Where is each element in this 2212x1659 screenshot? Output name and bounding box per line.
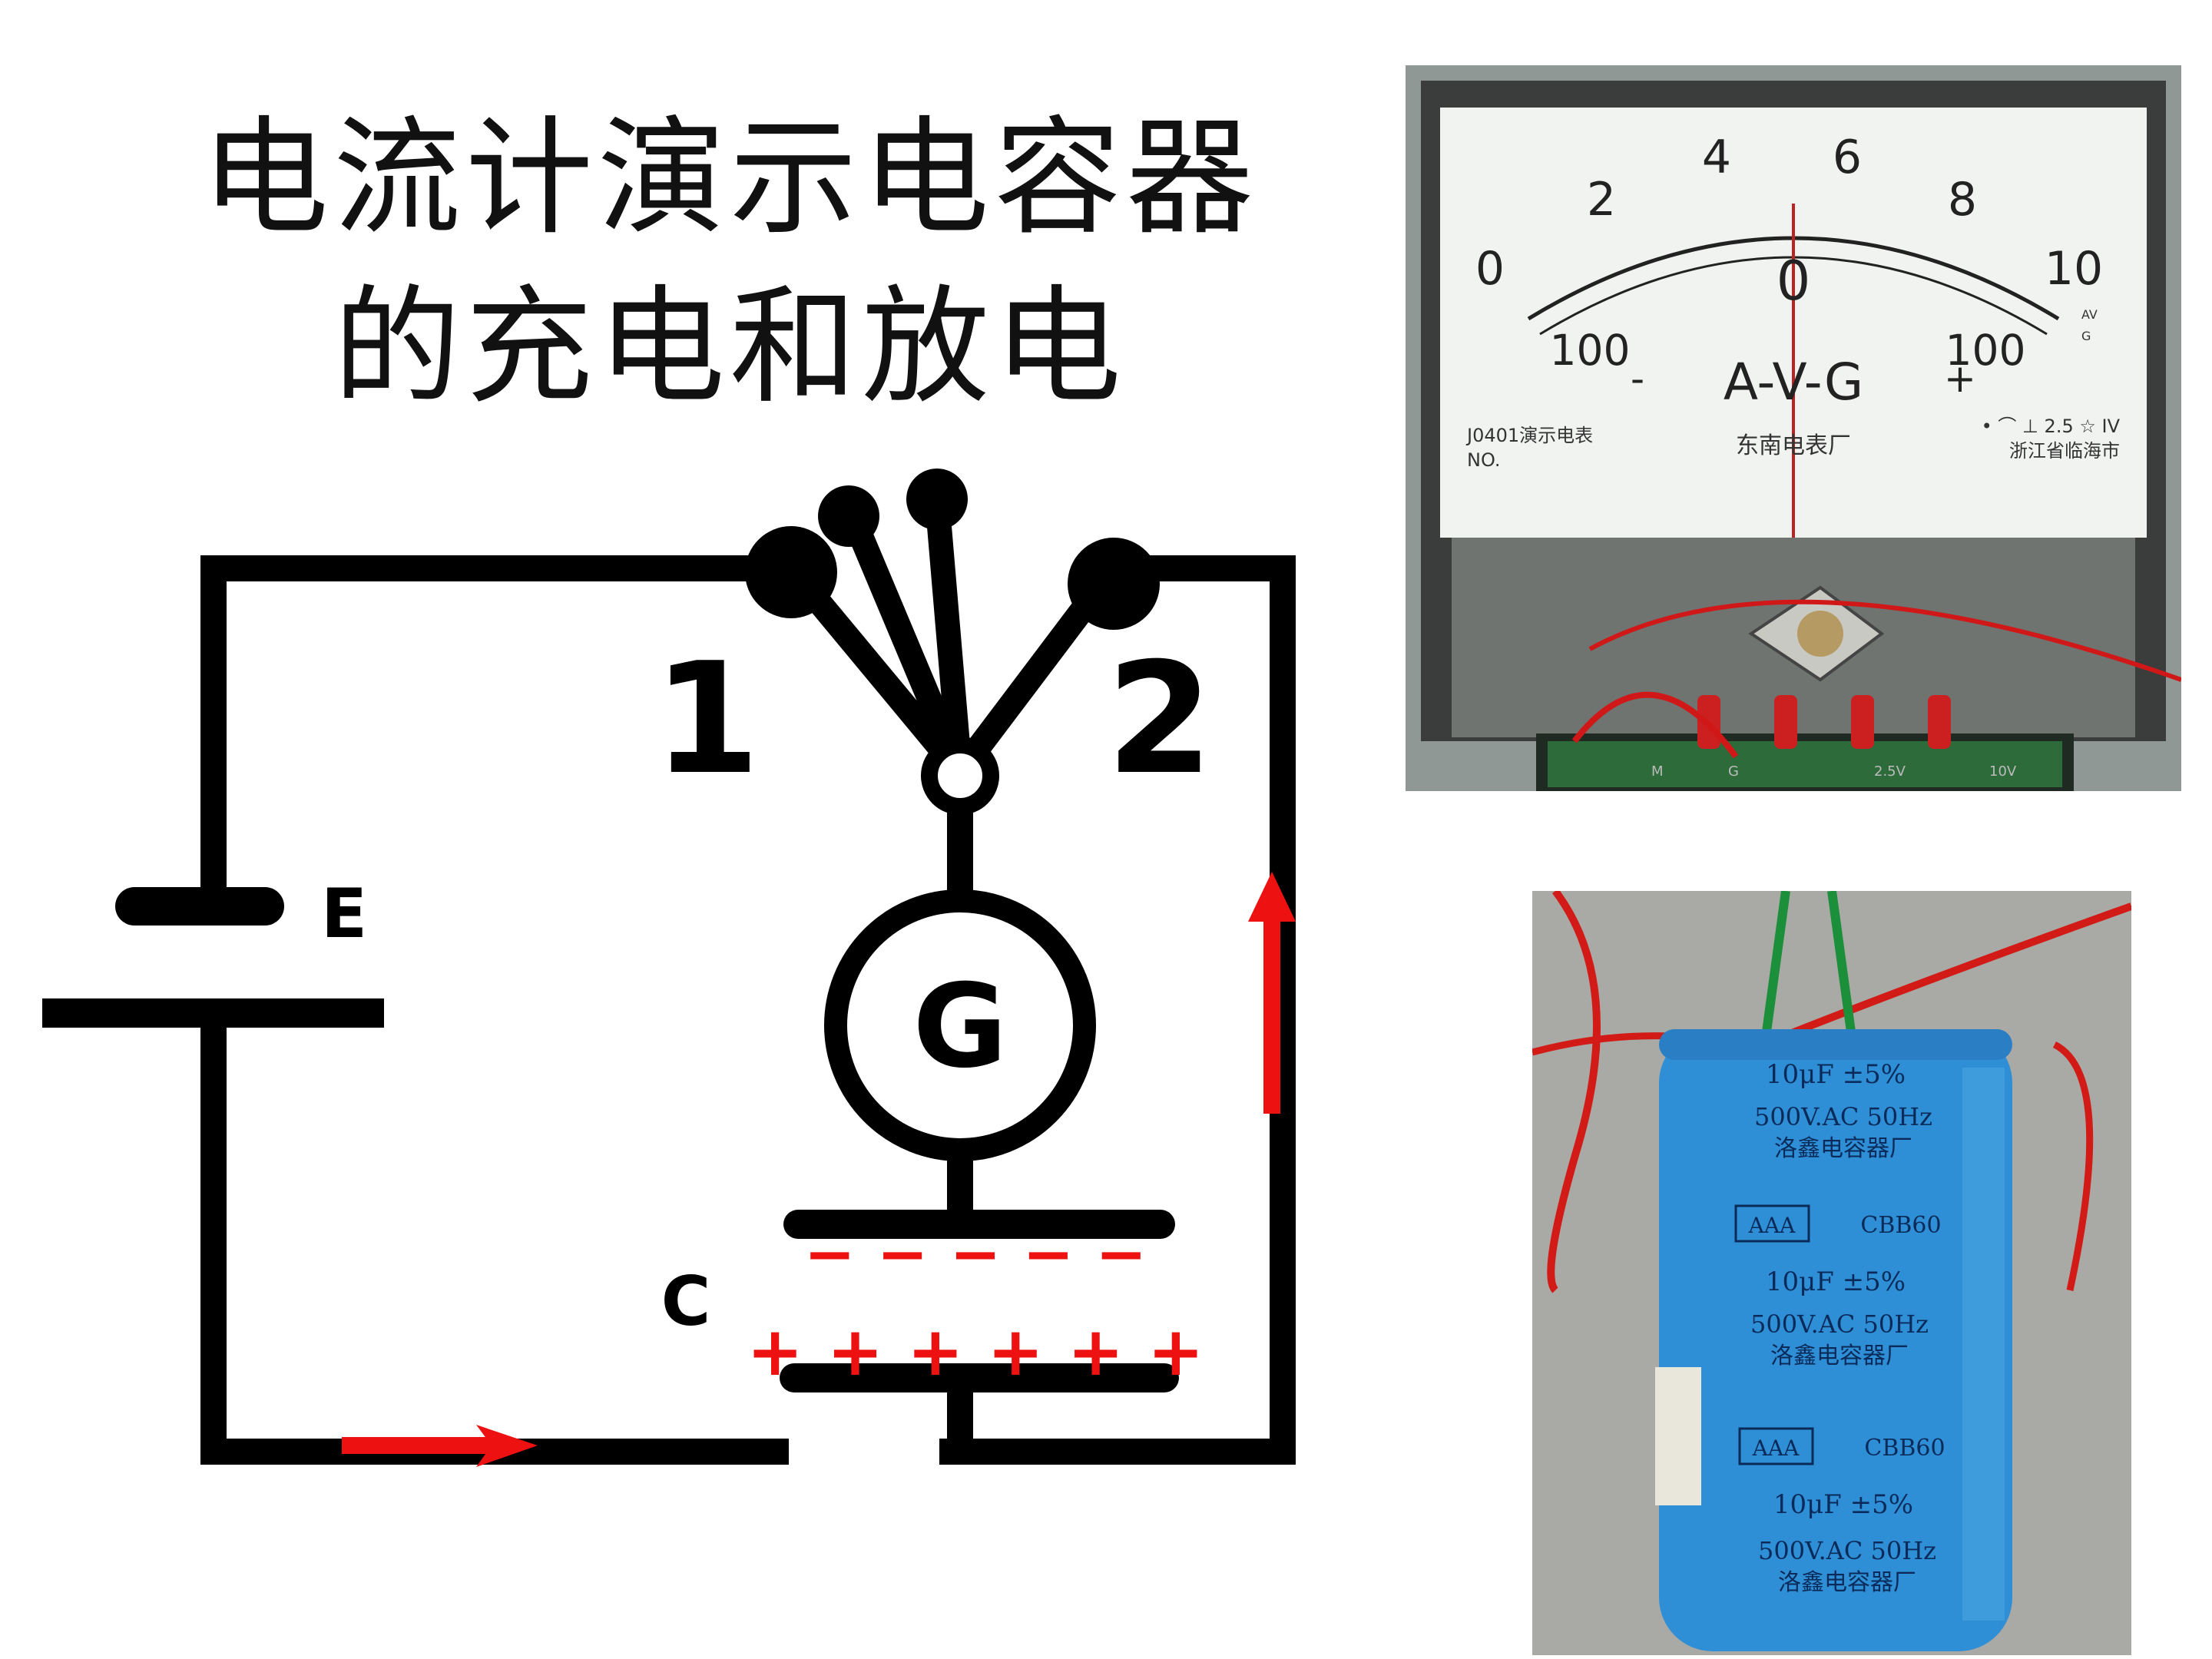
scale-top-6: 6 <box>1833 131 1862 184</box>
capacitor-top-plate <box>783 1210 1175 1239</box>
meter-spec: • ⌒ ⊥ 2.5 ☆ IV <box>1982 416 2121 437</box>
terminal-label-10v: 10V <box>1989 763 2017 780</box>
battery-long-plate <box>42 998 384 1028</box>
galvanometer <box>824 889 1096 1161</box>
meter-serial: NO. <box>1467 449 1501 471</box>
meter-range-g: G <box>2081 329 2091 343</box>
wire-bottom <box>200 1008 789 1465</box>
scale-top-4: 4 <box>1702 131 1731 184</box>
cap-label-2-brand: AAA <box>1748 1213 1796 1238</box>
switch-arm-mid-2 <box>925 487 972 784</box>
cap-label-2-line2: 500V.AC 50Hz <box>1750 1310 1929 1339</box>
terminal-label-m: M <box>1651 763 1664 780</box>
meter-photo: 0 2 4 6 8 10 100 0 100 - + A-V-G J0401演示… <box>1406 65 2181 791</box>
meter-unit-label: A-V-G <box>1724 353 1863 412</box>
capacitor-bottom-plate <box>780 1363 1179 1392</box>
cap-label-3-brand: AAA <box>1752 1435 1800 1461</box>
scale-sign-plus: + <box>1944 356 1976 401</box>
current-arrow-right-head <box>1248 872 1296 922</box>
cap-label-2-line1: 10μF ±5% <box>1766 1267 1906 1297</box>
scale-bottom-center: 0 <box>1777 250 1811 313</box>
switch-label-2: 2 <box>1106 630 1213 809</box>
terminal-label-g: G <box>1728 763 1739 780</box>
battery-label: E <box>321 874 367 953</box>
slide-title-line-1: 电流计演示电容器 <box>201 104 1258 253</box>
current-arrow-right-shaft <box>1263 918 1280 1114</box>
capacitor-label: C <box>661 1262 711 1341</box>
switch-terminal-2 <box>1068 538 1160 630</box>
cap-label-2-line3: 洛鑫电容器厂 <box>1770 1343 1909 1369</box>
cap-label-3-model: CBB60 <box>1864 1435 1945 1462</box>
scale-bottom-left: 100 <box>1550 326 1631 375</box>
switch-label-1: 1 <box>653 630 760 809</box>
cap-label-1-line2: 500V.AC 50Hz <box>1754 1102 1932 1131</box>
cap-label-3-line2: 500V.AC 50Hz <box>1758 1536 1936 1565</box>
scale-bottom-right: 100 <box>1945 326 2026 375</box>
switch-pivot <box>921 737 999 815</box>
scale-top-0: 0 <box>1475 242 1505 296</box>
scale-top-10: 10 <box>2045 242 2103 296</box>
cap-label-2-model: CBB60 <box>1860 1212 1941 1239</box>
cap-label-3-line1: 10μF ±5% <box>1773 1489 1913 1520</box>
wire-right <box>939 555 1296 1465</box>
switch-terminal-1 <box>745 526 837 618</box>
meter-range-av: AV <box>2081 307 2098 322</box>
circuit-diagram: 1 2 E G C − − − − − + + + + + + <box>42 469 1296 1467</box>
galvanometer-label: G <box>912 960 1007 1094</box>
meter-location: 浙江省临海市 <box>2009 440 2120 462</box>
slide-title-line-2: 的充电和放电 <box>333 273 1126 422</box>
scale-top-2: 2 <box>1587 173 1616 227</box>
current-arrow-bottom-head <box>476 1425 538 1467</box>
switch-arm-mid-1 <box>836 495 972 784</box>
capacitor-positive-charges: + + + + + + <box>747 1312 1204 1391</box>
cap-label-1-line1: 10μF ±5% <box>1766 1059 1906 1090</box>
scale-sign-minus: - <box>1631 356 1644 401</box>
switch-contact-mid-2 <box>906 469 968 530</box>
cap-label-3-line3: 洛鑫电容器厂 <box>1778 1569 1916 1596</box>
meter-model: J0401演示电表 <box>1465 425 1593 446</box>
switch-contact-mid-1 <box>818 485 879 547</box>
scale-top-8: 8 <box>1948 173 1977 227</box>
current-arrow-bottom-shaft <box>342 1437 495 1454</box>
wire-left-top <box>200 555 804 904</box>
meter-maker: 东南电表厂 <box>1736 432 1851 459</box>
capacitor-photo: 10μF ±5% 500V.AC 50Hz 洛鑫电容器厂 AAA CBB60 1… <box>1532 891 2131 1655</box>
cap-label-1-line3: 洛鑫电容器厂 <box>1774 1135 1912 1162</box>
terminal-label-25v: 2.5V <box>1874 763 1906 780</box>
capacitor-negative-charges: − − − − − <box>804 1218 1147 1290</box>
capacitor-body <box>1659 1029 2012 1651</box>
battery-short-plate <box>115 887 284 926</box>
